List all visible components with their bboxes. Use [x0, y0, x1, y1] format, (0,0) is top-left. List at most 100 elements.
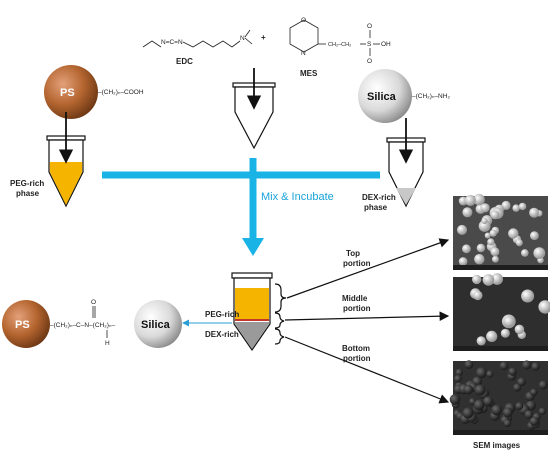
mes-o-atom: O: [301, 17, 306, 24]
sem-particle: [473, 290, 483, 301]
sem-particle: [480, 203, 490, 213]
final-tube: PEG-rich DEX-rich: [205, 272, 287, 352]
mes-n-atom: N: [301, 50, 306, 57]
sem-particle: [473, 193, 485, 206]
sem-particle: [521, 249, 529, 257]
edc-formula: N=C=N: [161, 39, 183, 46]
sem-image-bottom: [449, 360, 548, 435]
sem-particle: [482, 274, 495, 286]
sem-particle: [455, 368, 463, 377]
sem-particle: [529, 416, 539, 426]
ps-label: PS: [60, 87, 75, 99]
sem-particle: [464, 194, 476, 206]
sem-particle: [449, 394, 461, 405]
sem-particle: [522, 360, 532, 370]
peg-phase-label-1: PEG-rich: [10, 179, 44, 188]
top-portion-label-2: portion: [343, 259, 371, 268]
top-portion-label-1: Top: [346, 249, 360, 258]
sem-particle: [463, 384, 474, 395]
sem-particle: [515, 402, 524, 411]
ps-particle: PS –(CH₂)ₙ–COOH: [44, 65, 144, 119]
sem-particle: [515, 239, 523, 247]
edc-n-label: N: [240, 35, 245, 42]
sem-particle: [503, 315, 515, 328]
sem-particle: [462, 407, 474, 419]
sem-particle: [487, 238, 495, 246]
final-peg-layer: [235, 288, 269, 320]
sem-particle: [464, 360, 474, 369]
sem-particle: [486, 370, 494, 378]
sem-particle: [489, 229, 497, 237]
middle-portion-label-2: portion: [343, 304, 371, 313]
sem-particle: [476, 243, 486, 253]
sem-particle: [492, 255, 499, 263]
peg-phase-label-2: phase: [16, 189, 40, 198]
mix-arrow-head: [242, 238, 264, 256]
final-peg-label: PEG-rich: [205, 310, 239, 319]
sem-particle: [512, 204, 520, 212]
sem-particle: [514, 324, 525, 335]
carbonyl-o: O: [91, 299, 96, 306]
sem-particle: [538, 300, 550, 314]
final-dex-layer: [235, 322, 269, 349]
sem-particle: [486, 330, 498, 342]
sem-particle: [521, 289, 535, 303]
middle-portion-label-1: Middle: [342, 294, 368, 303]
silica-label: Silica: [367, 91, 397, 103]
sem-particle: [454, 374, 462, 383]
sem-particle: [538, 407, 547, 415]
mix-incubate-label: Mix & Incubate: [261, 191, 334, 203]
sem-particle: [483, 396, 494, 407]
mes-o-bottom: O: [367, 58, 372, 65]
sem-particle: [476, 367, 487, 379]
silica-particle: Silica –(CH₂)ₙ–NH₂: [358, 69, 450, 123]
dex-phase-label-1: DEX-rich: [362, 193, 396, 202]
amide-h: H: [105, 340, 110, 347]
center-top-tube: [232, 68, 276, 150]
sem-particle: [474, 384, 486, 396]
sem-particle: [476, 336, 486, 346]
mes-oh: OH: [381, 41, 391, 48]
final-dex-label: DEX-rich: [205, 330, 239, 339]
sem-particle: [508, 228, 519, 239]
sem-particle: [490, 210, 500, 220]
sem-particle: [518, 202, 527, 211]
dex-liquid: [396, 188, 416, 205]
bottom-portion-label-1: Bottom: [342, 344, 370, 353]
sem-particle: [524, 410, 534, 419]
silica-chain: –(CH₂)ₙ–NH₂: [412, 93, 450, 100]
plus-sign: +: [261, 33, 266, 42]
sem-particle: [462, 207, 473, 218]
sem-arrows: [284, 238, 450, 404]
sem-image-middle: [453, 273, 550, 351]
brace-middle: [274, 312, 285, 329]
dex-tube: DEX-rich phase: [362, 118, 426, 212]
sem-particle: [499, 361, 509, 371]
sem-particle: [490, 247, 500, 257]
sem-particle: [503, 419, 512, 428]
mes-structure: O N CH₂–CH₂ S O O OH MES: [289, 17, 391, 78]
sem-particle: [458, 257, 468, 266]
sem-particle: [473, 399, 485, 411]
product-linker: –(CH₂)ₙ–C–N–(CH₂)ₙ–: [50, 322, 116, 329]
sem-particle: [530, 388, 538, 396]
mes-chain: CH₂–CH₂: [328, 42, 351, 48]
sem-particle: [500, 328, 510, 338]
sem-particle: [474, 254, 485, 265]
peg-tube: PEG-rich phase: [10, 112, 86, 208]
mes-s-atom: S: [367, 41, 372, 48]
sem-particle: [533, 247, 546, 259]
bottom-portion-label-2: portion: [343, 354, 371, 363]
brace-bottom: [274, 328, 285, 345]
sem-particle: [502, 407, 513, 418]
sem-particle: [484, 232, 491, 239]
mes-label: MES: [300, 69, 318, 78]
product-ps-label: PS: [15, 319, 30, 331]
sem-particle: [462, 244, 471, 254]
sem-particle: [531, 362, 540, 371]
sem-particle: [472, 274, 482, 285]
sem-particle: [457, 224, 467, 235]
sem-particle: [478, 220, 491, 232]
sem-particle: [529, 207, 540, 218]
